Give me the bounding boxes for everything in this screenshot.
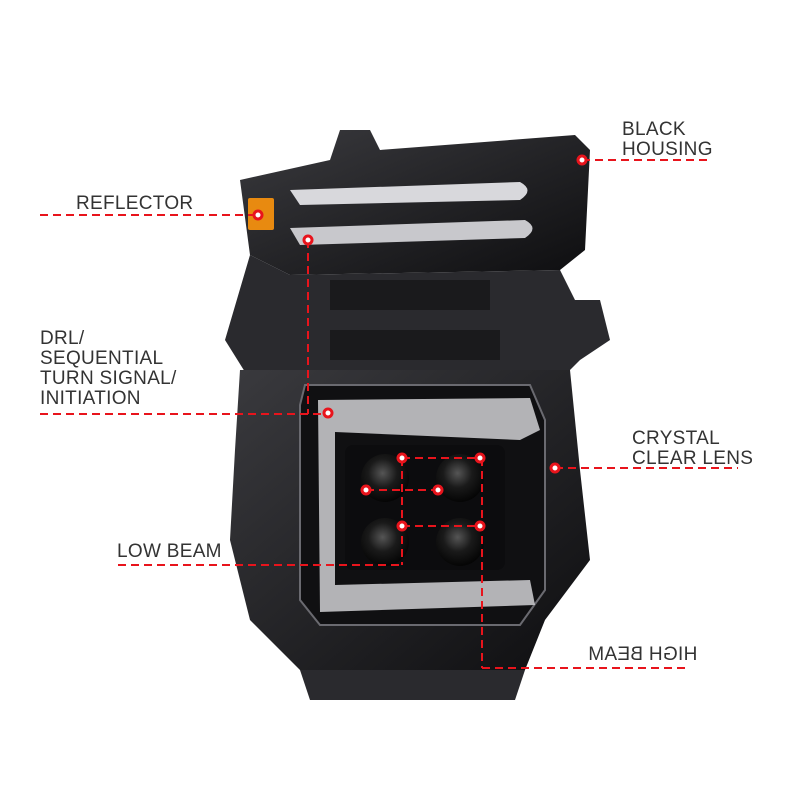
callout-dots xyxy=(252,154,588,532)
label-drl: DRL/ SEQUENTIAL TURN SIGNAL/ INITIATION xyxy=(40,328,177,409)
callout-lines xyxy=(40,159,738,669)
label-low-beam: LOW BEAM xyxy=(117,541,222,562)
label-black-housing: BLACK HOUSING xyxy=(622,119,713,160)
projector-lens xyxy=(436,454,484,502)
upper-housing xyxy=(240,130,590,275)
drl-light-bar xyxy=(318,398,540,612)
projector-lens xyxy=(361,518,409,566)
label-reflector: REFLECTOR xyxy=(76,193,194,214)
projector-lens xyxy=(436,518,484,566)
label-crystal-clear-lens: CRYSTAL CLEAR LENS xyxy=(632,428,754,469)
drl-strip-mid xyxy=(290,220,533,245)
drl-strip-top xyxy=(290,182,528,205)
label-high-beam: HIGH BEAM xyxy=(588,644,698,665)
mid-housing xyxy=(225,255,610,380)
